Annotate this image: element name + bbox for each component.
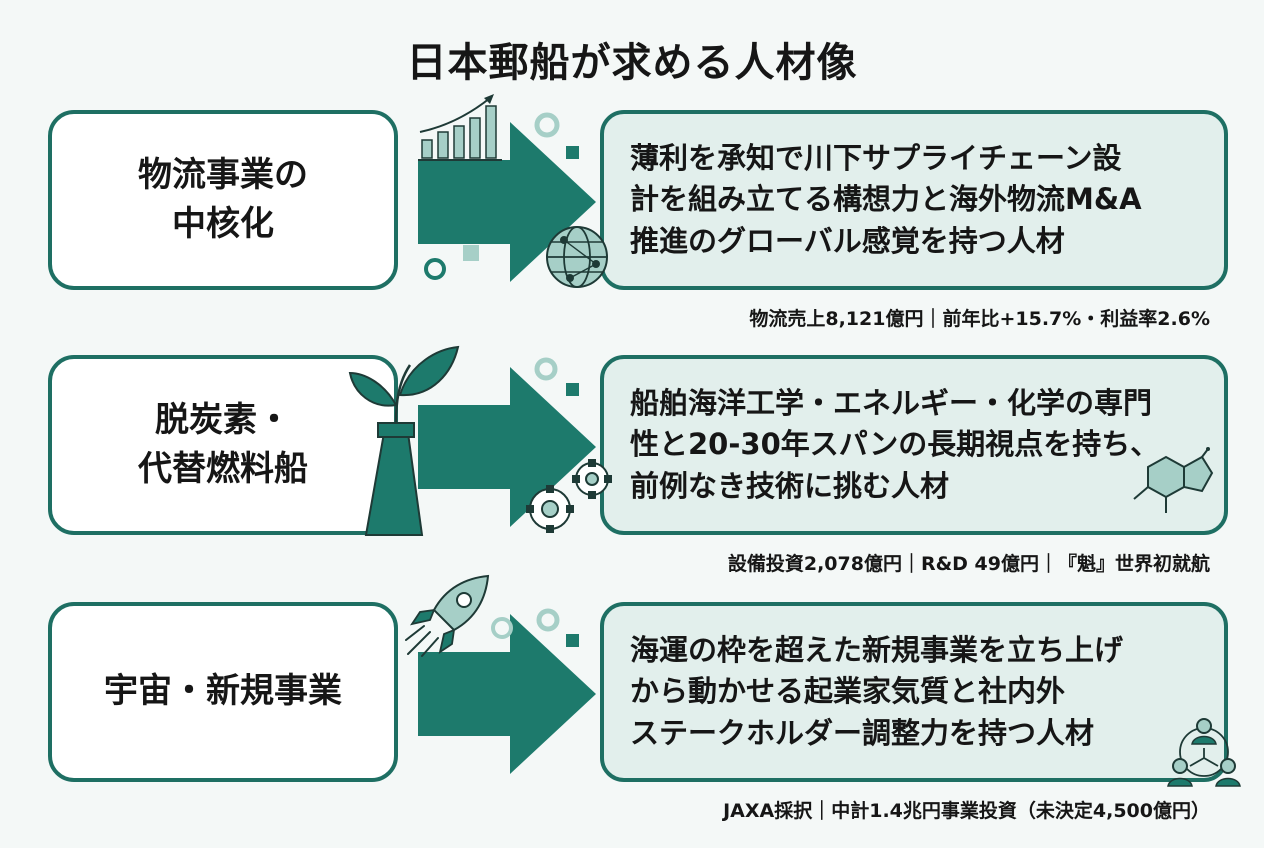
- circle-deco-icon: [534, 357, 558, 381]
- molecule-icon: [1133, 447, 1214, 513]
- circle-deco-icon: [534, 112, 560, 138]
- category-box: 宇宙・新規事業: [48, 602, 398, 782]
- row-decarbonization: 脱炭素・ 代替燃料船 船舶海洋工学・エネルギー・化学の専門 性と20-30年スパ…: [0, 345, 1264, 595]
- metrics-line: JAXA採択｜中計1.4兆円事業投資（未決定4,500億円）: [723, 800, 1210, 822]
- row-logistics: 物流事業の 中核化 薄利を承知で川下サプライチェーン設 計を組み立てる構想力と海…: [0, 94, 1264, 350]
- square-deco-icon: [566, 146, 579, 159]
- metrics-line: 物流売上8,121億円｜前年比+15.7%・利益率2.6%: [749, 308, 1210, 330]
- bar-chart-growth-icon: [418, 94, 502, 161]
- square-deco-icon: [566, 634, 579, 647]
- arrow-right-icon: [418, 614, 596, 774]
- row-new-business: 宇宙・新規事業 海運の枠を超えた新規事業を立ち上げ から動かせる起業家気質と社内…: [0, 574, 1264, 842]
- gears-icon: [526, 459, 612, 533]
- metrics-line: 設備投資2,078億円｜R&D 49億円｜『魁』世界初就航: [727, 553, 1210, 575]
- stakeholder-network-icon: [1167, 718, 1241, 787]
- category-box: 脱炭素・ 代替燃料船: [48, 355, 398, 535]
- category-box: 物流事業の 中核化: [48, 110, 398, 290]
- description-box: 海運の枠を超えた新規事業を立ち上げ から動かせる起業家気質と社内外 ステークホル…: [600, 602, 1228, 782]
- circle-deco-icon: [491, 617, 513, 639]
- globe-network-icon: [546, 226, 608, 288]
- rocket-icon: [405, 574, 490, 657]
- description-box: 船舶海洋工学・エネルギー・化学の専門 性と20-30年スパンの長期視点を持ち、 …: [600, 355, 1228, 535]
- circle-deco-icon: [536, 608, 560, 632]
- leaf-chimney-icon: [348, 345, 460, 536]
- description-box: 薄利を承知で川下サプライチェーン設 計を組み立てる構想力と海外物流M&A 推進の…: [600, 110, 1228, 290]
- circle-deco-icon: [424, 258, 446, 280]
- square-deco-icon: [463, 245, 479, 261]
- square-deco-icon: [566, 383, 579, 396]
- page-title: 日本郵船が求める人材像: [406, 40, 858, 86]
